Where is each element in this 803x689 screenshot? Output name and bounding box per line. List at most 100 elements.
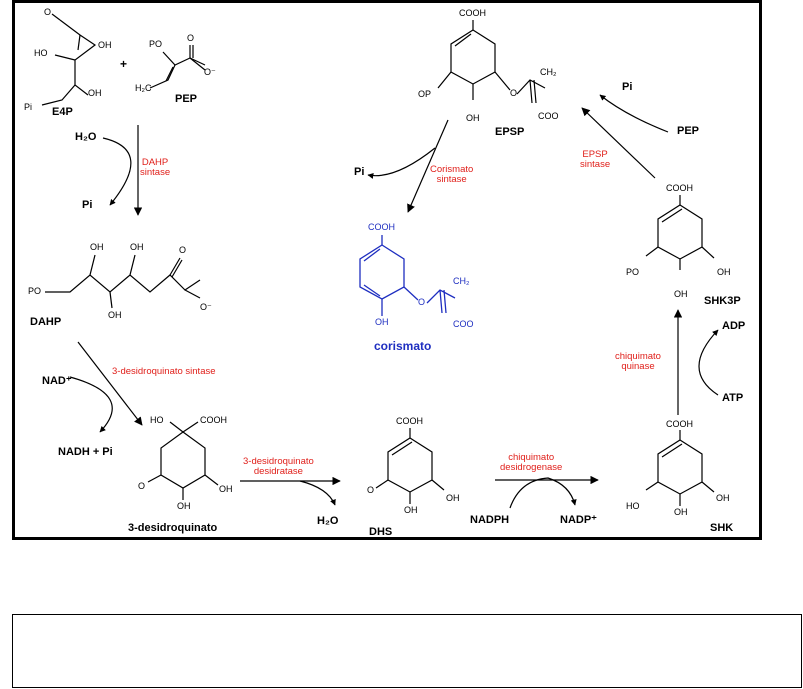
enzyme-epsp-sintase: EPSP sintase xyxy=(580,150,610,170)
atom-label: COOH xyxy=(666,419,693,429)
shk3p-label: SHK3P xyxy=(704,295,741,307)
enzyme-line: 3-desidroquinato xyxy=(243,456,314,467)
atom-label: OH xyxy=(716,493,730,503)
atom-label: O⁻ xyxy=(200,302,212,312)
epsp-sintase-curve xyxy=(599,94,669,133)
enzyme-line: Corismato xyxy=(430,164,474,175)
atom-label: OH xyxy=(88,88,102,98)
atom-label: COO xyxy=(453,319,474,329)
enzyme-line: quinase xyxy=(621,360,655,372)
enzyme-chiq-quinase: chiquimato quinase xyxy=(615,352,661,372)
dahp-sintase-curve xyxy=(102,137,132,206)
atom-label: O xyxy=(187,33,195,43)
caption-box xyxy=(12,614,802,688)
atom-label: OH xyxy=(674,289,688,299)
epsp-sintase-arrow xyxy=(581,107,656,179)
chiq-quinase-curve xyxy=(698,329,719,396)
dhq-sintase-arrow xyxy=(77,341,143,426)
chiq-desidrogenase-curve xyxy=(509,477,577,509)
atom-label: CH₂ xyxy=(453,276,470,286)
corismato-structure xyxy=(359,235,456,316)
atom-label: OH xyxy=(98,40,112,50)
atom-label: COOH xyxy=(459,8,486,18)
nadh-pi-output: NADH + Pi xyxy=(58,446,113,458)
corismato-label: corismato xyxy=(374,339,432,353)
atom-label: OP xyxy=(418,89,432,99)
atom-label: O xyxy=(418,297,426,307)
adp-output: ADP xyxy=(722,320,746,332)
enzyme-line: EPSP xyxy=(582,149,608,160)
atom-label: PO xyxy=(28,286,42,296)
atom-label: COOH xyxy=(666,183,693,193)
enzyme-line: DAHP xyxy=(141,157,169,168)
atom-label: O xyxy=(138,481,146,491)
corismato-sintase-arrow xyxy=(407,119,449,213)
pi-output-2: Pi xyxy=(622,81,633,93)
pep-input-2: PEP xyxy=(677,125,700,137)
atom-label: H₂C xyxy=(135,83,152,93)
nad-input: NAD⁺ xyxy=(42,375,72,387)
dhq-sintase-curve xyxy=(69,376,113,433)
pep-structure xyxy=(149,45,206,89)
shk3p-structure xyxy=(645,195,715,270)
dhs-structure xyxy=(375,428,445,504)
e4p-structure xyxy=(41,13,97,106)
epsp-label: EPSP xyxy=(495,126,525,138)
atp-input: ATP xyxy=(722,392,744,404)
atom-label: OH xyxy=(130,242,144,252)
nadph-input: NADPH xyxy=(470,514,510,526)
atom-label: HO xyxy=(150,415,164,425)
epsp-structure xyxy=(437,20,546,104)
atom-label: O xyxy=(44,7,52,17)
atom-label: HO xyxy=(34,48,48,58)
atom-label: OH xyxy=(674,507,688,517)
corismato-sintase-curve xyxy=(367,147,436,179)
reaction-arrows xyxy=(69,94,719,509)
atom-label: COO xyxy=(538,111,559,121)
atom-label: HO xyxy=(626,501,640,511)
enzyme-line: chiquimato xyxy=(615,351,661,362)
pi-output-1: Pi xyxy=(82,199,93,211)
atom-label: OH xyxy=(219,484,233,494)
enzyme-chiq-desidrogenase: chiquimato desidrogenase xyxy=(500,453,562,473)
atom-label: Pi xyxy=(24,102,33,112)
atom-label: PO xyxy=(149,39,163,49)
plus-sign: + xyxy=(120,57,128,71)
enzyme-corismato-sintase: Corismato sintase xyxy=(430,165,473,185)
h2o-output: H₂O xyxy=(317,515,339,527)
atom-label: OH xyxy=(90,242,104,252)
dhq-desidratase-curve xyxy=(299,480,336,506)
atom-label: OH xyxy=(108,310,122,320)
atom-label: COOH xyxy=(368,222,395,232)
enzyme-dhq-desidratase: 3-desidroquinato desidratase xyxy=(243,457,314,477)
nadp-output: NADP⁺ xyxy=(560,514,597,526)
atom-label: OH xyxy=(375,317,389,327)
pathway-frame xyxy=(12,0,762,540)
enzyme-dhq-sintase: 3-desidroquinato sintase xyxy=(112,366,216,377)
enzyme-line: chiquimato xyxy=(508,452,555,463)
atom-label: CH₂ xyxy=(540,67,557,77)
enzyme-line: sintase xyxy=(580,158,611,170)
atom-label: COOH xyxy=(200,415,227,425)
shk-label: SHK xyxy=(710,522,734,534)
e4p-label: E4P xyxy=(52,106,73,118)
atom-label: OH xyxy=(466,113,480,123)
atom-label: OH xyxy=(177,501,191,511)
enzyme-line: desidrogenase xyxy=(500,461,563,473)
pep-label: PEP xyxy=(175,93,198,105)
atom-label: OH xyxy=(404,505,418,515)
atom-label: O xyxy=(179,245,187,255)
dhq-label: 3-desidroquinato xyxy=(128,522,218,534)
atom-label: OH xyxy=(717,267,731,277)
pi-output-3: Pi xyxy=(354,166,365,178)
atom-label: O xyxy=(510,88,518,98)
h2o-input: H₂O xyxy=(75,131,97,143)
atom-label: O xyxy=(367,485,375,495)
dhq-structure xyxy=(147,421,219,500)
dhs-label: DHS xyxy=(369,526,393,538)
dahp-label: DAHP xyxy=(30,316,62,328)
atom-label: PO xyxy=(626,267,640,277)
atom-label: COOH xyxy=(396,416,423,426)
dahp-structure xyxy=(45,254,201,309)
